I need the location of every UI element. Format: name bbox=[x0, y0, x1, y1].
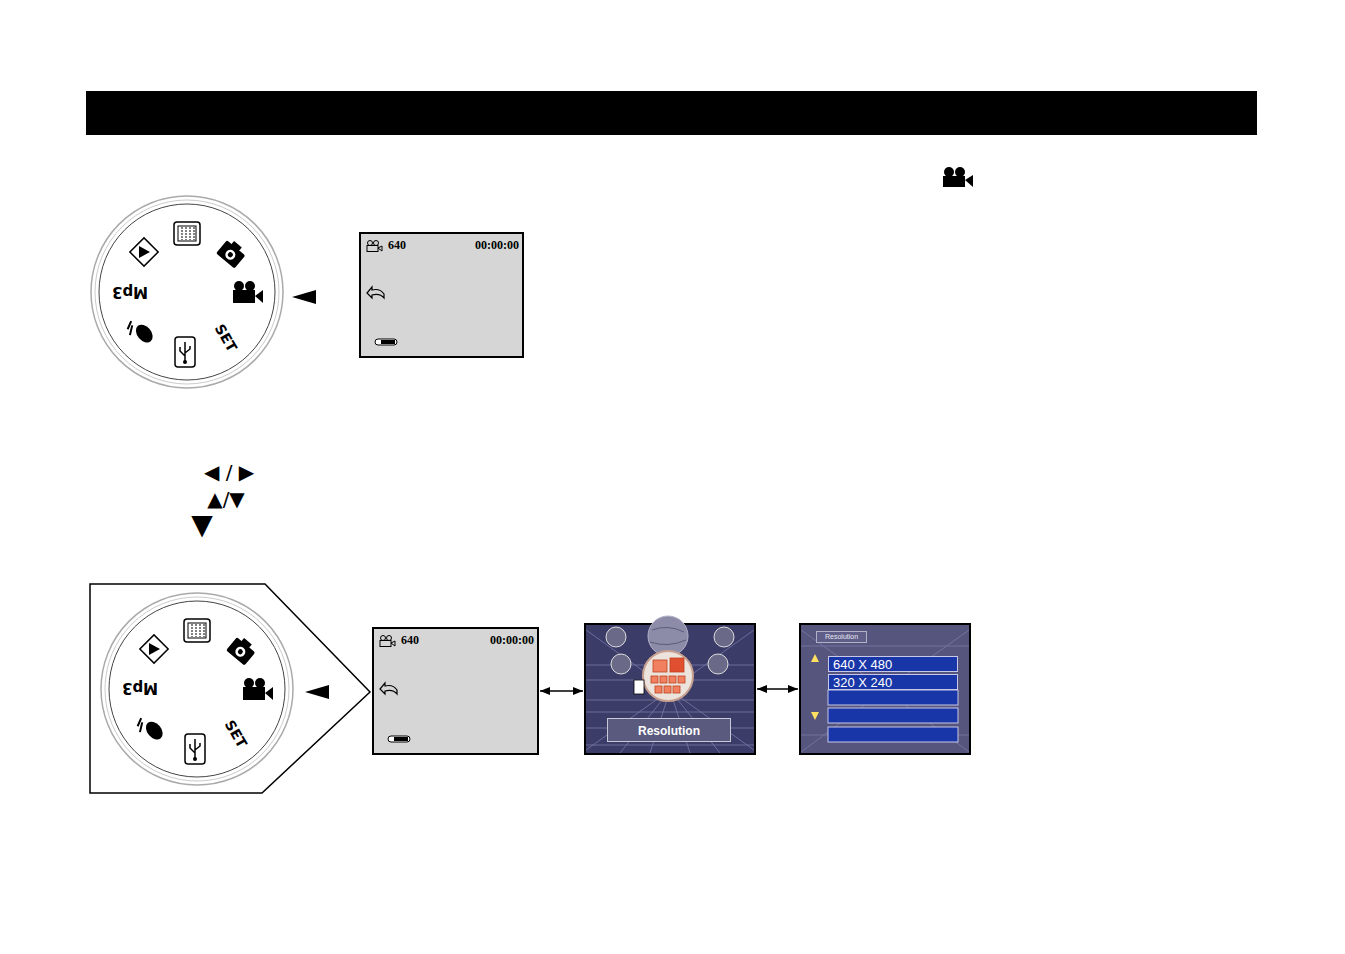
time-counter: 00:00:00 bbox=[490, 633, 534, 648]
button-symbol: ▲/▼ bbox=[207, 487, 245, 511]
option-list-screen: Resolution 640 X 480 320 X 240 bbox=[800, 624, 970, 754]
dial-mode-label: Mp3 bbox=[112, 283, 148, 301]
lcd-screen: 640 00:00:00 bbox=[360, 233, 523, 357]
menu-label: Resolution bbox=[607, 718, 731, 742]
menu-label: 320 X 240 bbox=[829, 675, 896, 691]
dial-mode-label: Mp3 bbox=[122, 679, 158, 697]
dial-mode-label: SET bbox=[222, 717, 250, 750]
double-arrow bbox=[757, 688, 798, 690]
option-row: 640 X 480 bbox=[828, 656, 958, 672]
button-symbol: ◀ / ▶ bbox=[204, 460, 254, 484]
time-counter: 00:00:00 bbox=[475, 238, 519, 253]
dial-mode-label: SET bbox=[212, 321, 240, 354]
double-arrow bbox=[540, 690, 583, 692]
menu-label: 640 X 480 bbox=[829, 657, 896, 673]
menu-screen: Resolution bbox=[585, 624, 755, 754]
menu-label: Resolution bbox=[816, 631, 867, 643]
resolution-readout: 640 bbox=[401, 633, 419, 648]
button-symbol: ▼ bbox=[191, 508, 213, 541]
resolution-readout: 640 bbox=[388, 238, 406, 253]
lcd-screen: 640 00:00:00 bbox=[373, 628, 538, 754]
option-row: 320 X 240 bbox=[828, 674, 958, 690]
